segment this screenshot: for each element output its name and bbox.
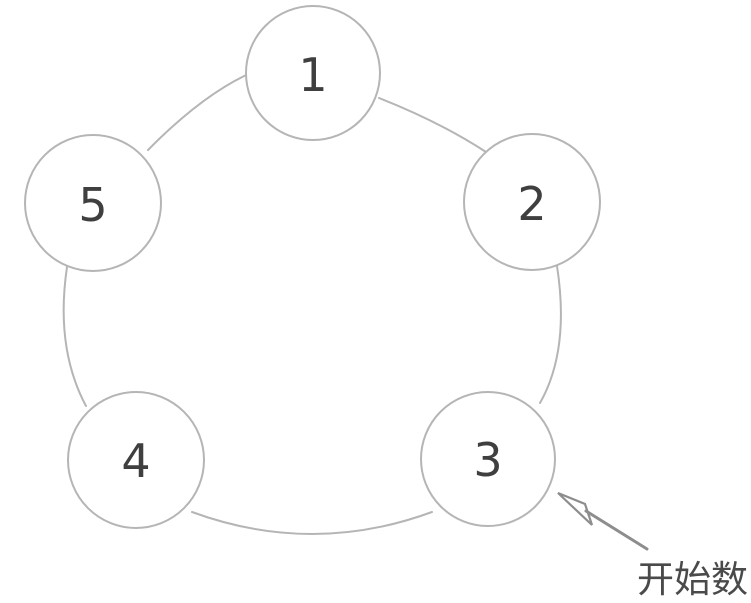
start-annotation: 开始数	[557, 491, 748, 601]
edge-2-to-3	[539, 265, 562, 404]
node-3-circle[interactable]	[420, 391, 556, 527]
annotation-arrow-shaft	[584, 509, 649, 551]
edge-group	[62, 70, 562, 535]
node-2-circle[interactable]	[463, 133, 601, 271]
node-3[interactable]: 3	[420, 391, 556, 527]
node-1-circle[interactable]	[245, 5, 381, 141]
node-group: 1 2 3 4 5	[24, 5, 601, 529]
node-5-label: 5	[78, 178, 107, 232]
annotation-arrow-head-icon	[557, 491, 594, 526]
node-3-label: 3	[473, 433, 502, 487]
edge-5-to-1	[147, 70, 256, 151]
node-5[interactable]: 5	[24, 134, 162, 272]
node-2-label: 2	[517, 177, 546, 231]
node-4[interactable]: 4	[67, 391, 205, 529]
node-4-label: 4	[121, 434, 150, 488]
annotation-label: 开始数	[637, 558, 748, 601]
node-4-circle[interactable]	[67, 391, 205, 529]
node-5-circle[interactable]	[24, 134, 162, 272]
node-1[interactable]: 1	[245, 5, 381, 141]
edge-3-to-4	[191, 511, 433, 535]
edge-4-to-5	[62, 266, 87, 407]
node-2[interactable]: 2	[463, 133, 601, 271]
node-1-label: 1	[298, 48, 327, 102]
edge-1-to-2	[378, 97, 487, 153]
